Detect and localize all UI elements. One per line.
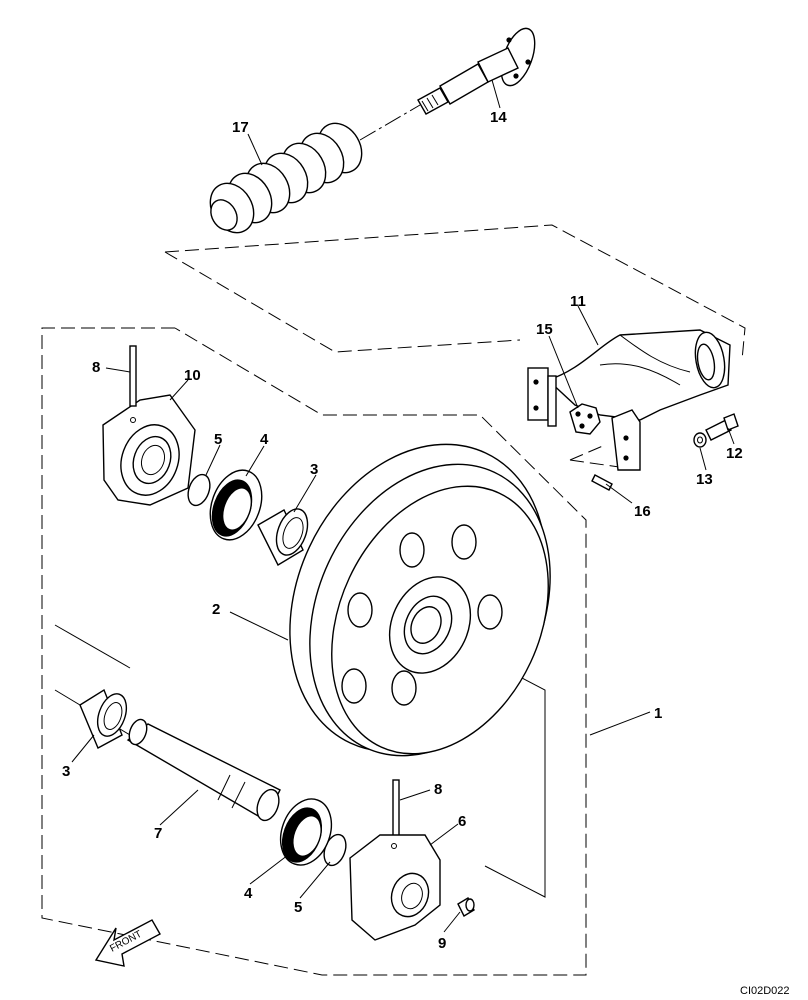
- callout-16: 16: [634, 503, 651, 520]
- pin-part-8-lower: [392, 779, 400, 843]
- support-part-6: [349, 834, 441, 941]
- drawing-code: CI02D022: [740, 985, 790, 997]
- yoke-part-11: [527, 329, 731, 471]
- callout-10: 10: [184, 367, 201, 384]
- yoke-group-link-2: [569, 459, 641, 471]
- idler-wheel-part-2: [289, 443, 551, 757]
- yoke-group-link: [569, 444, 606, 461]
- callout-6: 6: [458, 813, 466, 830]
- callout-3-upper: 3: [310, 461, 318, 478]
- adjuster-group-boundary: [164, 224, 746, 361]
- o-ring-part-5-upper: [187, 473, 211, 507]
- adjuster-group-boundary-lower: [164, 251, 521, 353]
- seal-part-4-lower: [279, 798, 333, 866]
- callout-13: 13: [696, 471, 713, 488]
- leader-lines: [71, 79, 735, 933]
- callout-15: 15: [536, 321, 553, 338]
- pin-part-16: [591, 474, 613, 491]
- callout-12: 12: [726, 445, 743, 462]
- callout-4-upper: 4: [260, 431, 269, 448]
- callout-3-lower: 3: [62, 763, 70, 780]
- callout-11: 11: [570, 293, 586, 310]
- support-part-10: [102, 394, 196, 506]
- idler-group-boundary: [41, 327, 587, 976]
- rod-part-14: [417, 27, 536, 115]
- callout-8-upper: 8: [92, 359, 100, 376]
- spring-rod-center-line: [359, 104, 421, 141]
- washer-part-13: [693, 432, 707, 448]
- callout-14: 14: [490, 109, 507, 126]
- bushing-part-3-lower: [79, 688, 128, 749]
- callout-7: 7: [154, 825, 162, 842]
- callout-9: 9: [438, 935, 446, 952]
- spring-part-17: [209, 122, 363, 234]
- bushing-part-3-upper: [257, 508, 309, 566]
- callout-1: 1: [654, 705, 662, 722]
- bolt-part-12: [705, 413, 739, 441]
- callout-4-lower: 4: [244, 885, 253, 902]
- callout-17: 17: [232, 119, 249, 136]
- nut-part-15: [569, 403, 601, 435]
- grease-fitting-part-9: [457, 897, 475, 917]
- callout-8-lower: 8: [434, 781, 442, 798]
- pin-part-8-upper: [129, 345, 137, 407]
- shaft-part-7: [126, 718, 281, 822]
- seal-part-4-upper: [209, 469, 263, 541]
- front-direction-arrow: FRONT: [94, 919, 161, 967]
- callout-2: 2: [212, 601, 220, 618]
- callout-5-lower: 5: [294, 899, 302, 916]
- callout-5-upper: 5: [214, 431, 222, 448]
- shaft-assembly-guide: [54, 624, 131, 669]
